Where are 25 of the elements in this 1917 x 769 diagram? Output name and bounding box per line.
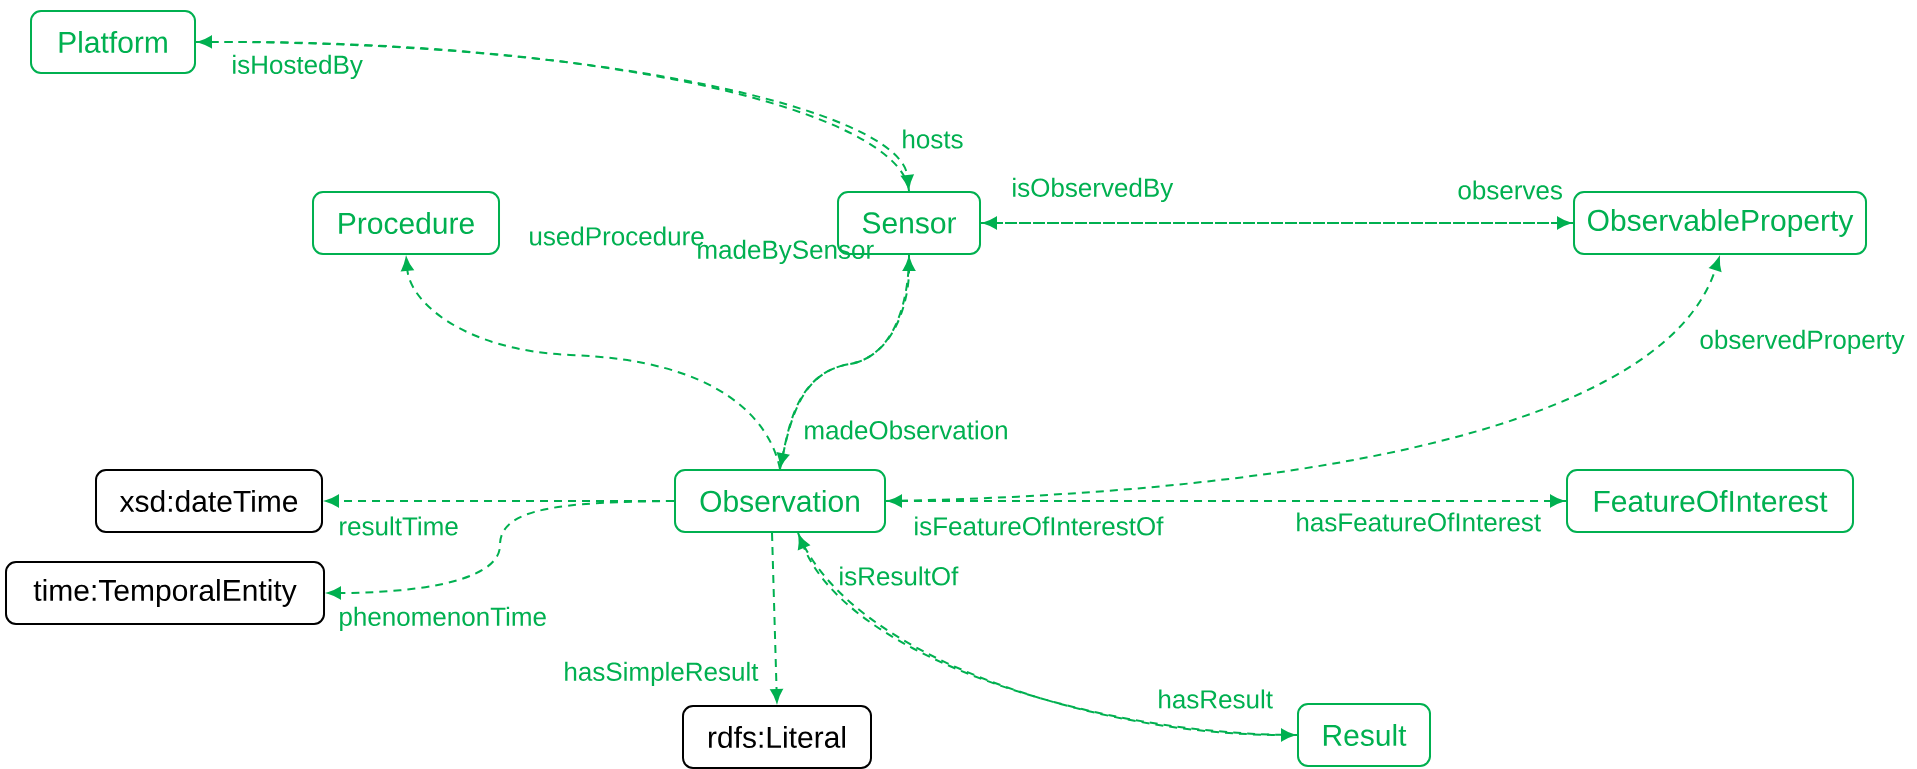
edge-label: hasSimpleResult [565, 661, 759, 687]
edge-label: isResultOf [840, 566, 959, 586]
class-box: Platform [30, 10, 196, 74]
class-box: Result [1297, 703, 1431, 767]
edge-label: hasResult [1159, 689, 1273, 709]
class-box: FeatureOfInterest [1566, 469, 1854, 533]
edge-label: resultTime [340, 516, 458, 536]
arrow [401, 257, 781, 470]
edge-label: observedProperty [1700, 329, 1905, 355]
edge-label: hosts [903, 129, 963, 149]
edge-label: isFeatureOfInterestOf [915, 516, 1164, 536]
class-box: ObservableProperty [1573, 191, 1867, 255]
edge-label: phenomenonTime [340, 606, 546, 632]
edge-label: isHostedBy [233, 54, 363, 80]
arrow [770, 532, 783, 703]
edge-label: isObservedBy [1013, 177, 1174, 203]
class-box: Procedure [312, 191, 500, 255]
edge-label: hasFeatureOfInterest [1297, 512, 1541, 532]
class-box: rdfs:Literal [682, 705, 872, 769]
edge-label: observes [1458, 180, 1562, 200]
class-box: time:TemporalEntity [5, 561, 325, 625]
class-box: xsd:dateTime [95, 469, 323, 533]
edge-label: madeObservation [805, 420, 1007, 440]
arrow [327, 500, 675, 600]
class-box: Observation [674, 469, 886, 533]
